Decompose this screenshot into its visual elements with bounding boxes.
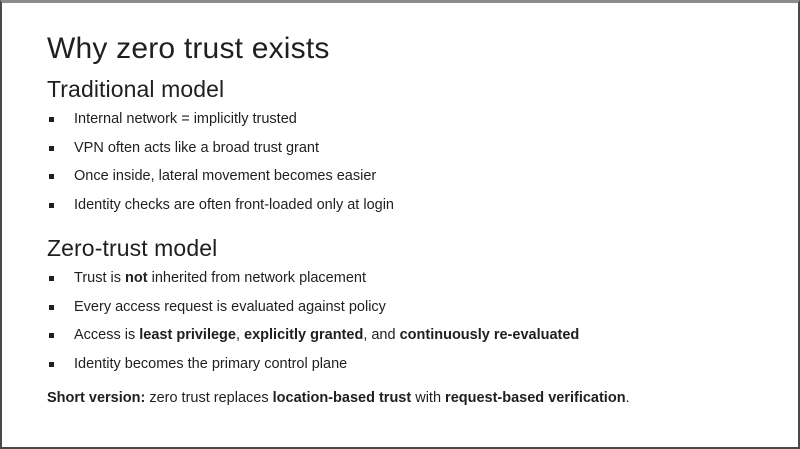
plain-text: Trust is: [74, 270, 126, 286]
bullet-item: Once inside, lateral movement becomes ea…: [47, 167, 758, 187]
bullet-item: VPN often acts like a broad trust grant: [47, 139, 758, 159]
plain-text: Identity becomes the primary control pla…: [74, 355, 348, 372]
emphasized-text: explicitly granted: [244, 327, 364, 343]
slide-section: Zero-trust model Trust is not inherited …: [47, 233, 758, 374]
plain-text: with: [411, 390, 446, 406]
bullet-item: Every access request is evaluated agains…: [47, 298, 758, 318]
square-bullet-icon: [49, 145, 54, 151]
bullet-list: Trust is not inherited from network plac…: [47, 269, 758, 374]
plain-text: Every access request is evaluated agains…: [74, 298, 386, 315]
section-heading: Traditional model: [47, 76, 225, 102]
emphasized-text: Short version:: [47, 390, 146, 406]
emphasized-text: location-based trust: [272, 390, 412, 406]
summary-line: Short version: zero trust replaces locat…: [47, 388, 758, 408]
plain-text: zero trust replaces: [145, 390, 273, 406]
square-bullet-icon: [49, 276, 54, 281]
square-bullet-icon: [49, 304, 54, 310]
emphasized-text: least privilege: [139, 327, 236, 343]
bullet-item: Internal network = implicitly trusted: [47, 110, 758, 130]
bullet-item: Identity becomes the primary control pla…: [47, 355, 758, 375]
plain-text: , and: [363, 327, 400, 343]
bullet-item: Access is least privilege, explicitly gr…: [47, 326, 758, 346]
square-bullet-icon: [49, 174, 54, 179]
plain-text: inherited from network placement: [147, 270, 366, 286]
plain-text: .: [625, 390, 630, 406]
slide-title: Why zero trust exists: [47, 32, 330, 65]
plain-text: Access is: [74, 327, 140, 343]
bullet-item: Identity checks are often front-loaded o…: [47, 196, 758, 216]
emphasized-text: continuously re-evaluated: [399, 327, 580, 343]
plain-text: Internal network = implicitly trusted: [74, 111, 297, 127]
plain-text: Once inside, lateral movement becomes ea…: [74, 168, 377, 184]
bullet-item: Trust is not inherited from network plac…: [47, 269, 758, 289]
plain-text: ,: [235, 327, 245, 343]
slide-sections: Traditional model Internal network = imp…: [47, 74, 758, 374]
slide-section: Traditional model Internal network = imp…: [47, 74, 758, 215]
plain-text: Identity checks are often front-loaded o…: [74, 196, 394, 213]
emphasized-text: not: [125, 270, 148, 286]
square-bullet-icon: [49, 333, 54, 338]
emphasized-text: request-based verification: [445, 390, 626, 406]
section-heading: Zero-trust model: [47, 235, 218, 261]
square-bullet-icon: [49, 202, 54, 208]
square-bullet-icon: [49, 361, 54, 367]
plain-text: VPN often acts like a broad trust grant: [74, 139, 320, 156]
square-bullet-icon: [49, 117, 54, 122]
